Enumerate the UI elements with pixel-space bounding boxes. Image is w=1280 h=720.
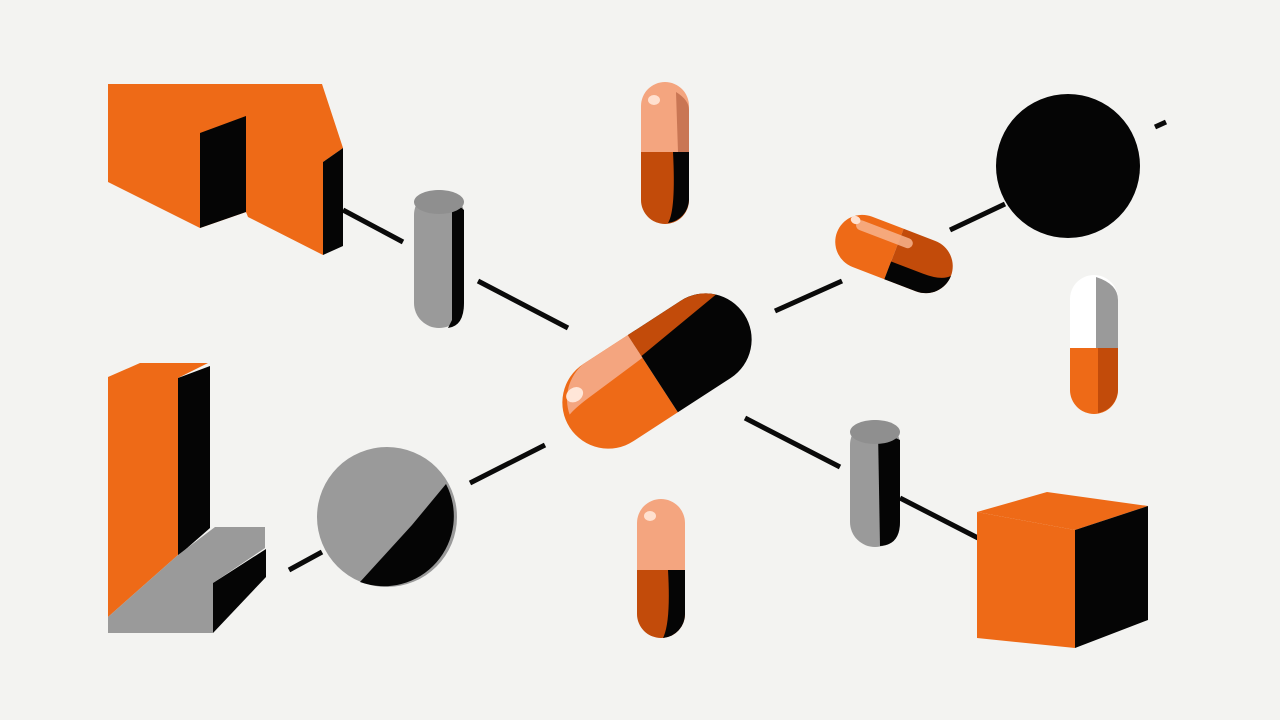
cube-top-face bbox=[977, 492, 1148, 530]
house-side-face bbox=[323, 148, 343, 255]
connector-line bbox=[743, 415, 842, 470]
cylinder-shadow-side bbox=[448, 200, 464, 328]
capsule-dark-band bbox=[627, 293, 716, 357]
house-notch-shadow bbox=[200, 116, 246, 228]
capsule-highlight bbox=[644, 511, 656, 521]
orange-house-block bbox=[108, 84, 343, 255]
connector-line bbox=[773, 278, 844, 314]
capsule-highlight bbox=[850, 215, 861, 225]
capsule-black-side bbox=[663, 570, 686, 638]
connector-line bbox=[1153, 119, 1168, 130]
orange-l-block bbox=[108, 363, 266, 633]
vertical-capsule bbox=[641, 82, 689, 224]
cylinder-shadow-side bbox=[878, 430, 900, 546]
connector-line bbox=[341, 207, 405, 245]
orange-cube bbox=[977, 492, 1148, 648]
cube-front-face bbox=[977, 512, 1075, 648]
capsule-top-highlight bbox=[566, 335, 643, 415]
capsule-highlight bbox=[566, 387, 584, 403]
connector-line bbox=[476, 278, 570, 331]
white-orange-capsule bbox=[1070, 275, 1118, 414]
capsule-peach-shade bbox=[676, 92, 689, 152]
central-capsule bbox=[562, 293, 752, 449]
diagonal-capsule bbox=[835, 214, 953, 294]
connector-line bbox=[898, 495, 980, 541]
l-block-front bbox=[108, 363, 208, 617]
connector-line bbox=[287, 549, 324, 573]
half-grey-sphere bbox=[317, 447, 457, 587]
cylinder-top bbox=[850, 420, 900, 444]
capsule-orange-shade bbox=[1098, 348, 1118, 413]
grey-cylinder bbox=[414, 190, 464, 328]
black-circle bbox=[996, 94, 1140, 238]
capsule-white-shade bbox=[1096, 277, 1118, 348]
cube-side-face bbox=[1075, 506, 1148, 648]
grey-cylinder bbox=[850, 420, 900, 547]
connector-lines bbox=[287, 119, 1168, 573]
capsule-peach-half bbox=[637, 499, 685, 570]
capsule-sheen bbox=[856, 220, 913, 249]
cylinder-body bbox=[414, 190, 464, 328]
capsule-black-side bbox=[668, 152, 689, 223]
connector-line bbox=[468, 442, 547, 486]
capsule-highlight bbox=[648, 95, 660, 105]
cylinder-top bbox=[414, 190, 464, 214]
sphere-black-wedge bbox=[360, 484, 454, 587]
vertical-capsule bbox=[637, 499, 686, 638]
l-block-base-side bbox=[213, 549, 266, 633]
l-block-side bbox=[178, 366, 210, 556]
connector-line bbox=[948, 201, 1007, 233]
capsule-black-shadow bbox=[884, 261, 951, 294]
l-block-base-top bbox=[108, 527, 265, 633]
